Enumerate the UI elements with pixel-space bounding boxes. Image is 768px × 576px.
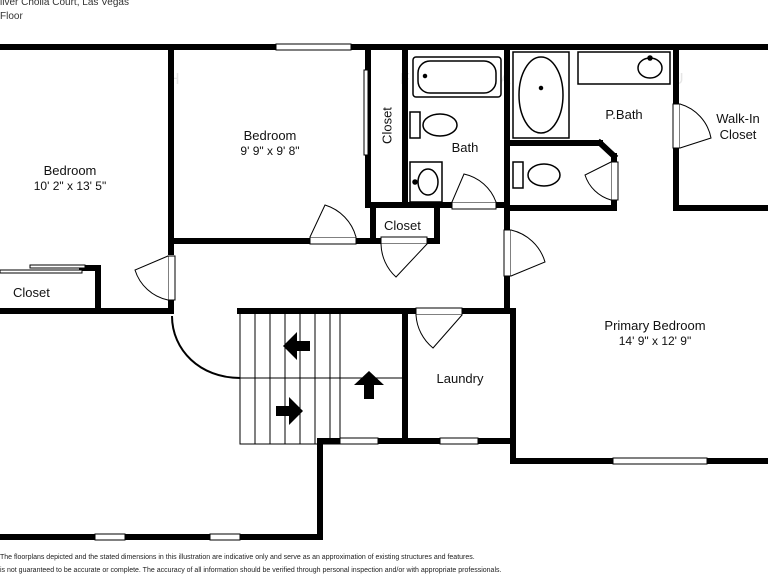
header-address: ilver Cholla Court, Las Vegas — [0, 0, 129, 8]
room-dimensions: 9' 9" x 9' 8" — [240, 144, 300, 159]
room-dimensions: 10' 2" x 13' 5" — [33, 179, 107, 194]
room-name: Bedroom — [243, 128, 297, 143]
room-name: Laundry — [436, 371, 484, 386]
arrow-left-icon — [283, 332, 310, 360]
header-floor-label: Floor — [0, 11, 23, 22]
room-name: Primary Bedroom — [604, 318, 706, 333]
room-walkin-closet: Walk-In Closet — [705, 111, 768, 144]
room-dimensions: 14' 9" x 12' 9" — [618, 334, 692, 349]
room-laundry: Laundry — [425, 371, 495, 387]
windows — [94, 43, 708, 541]
closet-hall-label: Closet — [384, 218, 421, 233]
room-primary-bedroom: Primary Bedroom 14' 9" x 12' 9" — [585, 318, 725, 349]
room-name: P.Bath — [605, 107, 643, 122]
disclaimer-line-2: is not guaranteed to be accurate or comp… — [0, 567, 502, 574]
room-bath: Bath — [435, 140, 495, 156]
disclaimer-line-1: The floorplans depicted and the stated d… — [0, 554, 475, 561]
stairs — [171, 310, 405, 445]
doors — [0, 69, 712, 349]
fixtures — [409, 51, 671, 203]
room-name: Bath — [451, 140, 479, 155]
arrow-up-icon — [354, 371, 384, 399]
room-pbath: P.Bath — [594, 107, 654, 123]
closet-vertical-label: Closet — [379, 107, 395, 144]
room-name: Bedroom — [43, 163, 97, 178]
room-name: Walk-In — [716, 111, 760, 126]
stair-arrows — [276, 332, 384, 425]
closet-left-label: Closet — [13, 285, 50, 300]
room-bedroom-left: Bedroom 10' 2" x 13' 5" — [0, 163, 140, 194]
arrow-right-icon — [276, 397, 303, 425]
room-name-line2: Closet — [719, 127, 757, 143]
room-bedroom-mid: Bedroom 9' 9" x 9' 8" — [200, 128, 340, 159]
